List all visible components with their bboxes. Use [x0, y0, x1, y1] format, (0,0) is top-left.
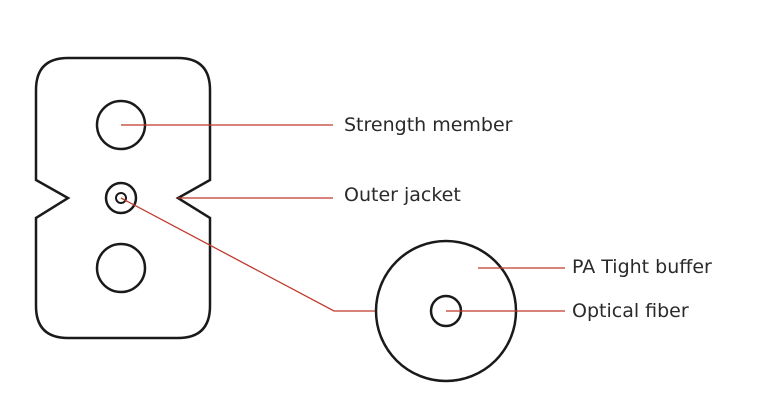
- outer-jacket-label: Outer jacket: [344, 184, 461, 206]
- strength-member-label: Strength member: [344, 114, 513, 136]
- optical-fiber-label: Optical fiber: [572, 300, 689, 322]
- strength-member-bottom: [95, 242, 147, 294]
- cable-jacket-outline: [34, 56, 212, 340]
- cable-fiber-outer: [104, 181, 138, 215]
- magnify-leader: [120, 197, 375, 312]
- tight-buffer-label: PA Tight buffer: [572, 256, 712, 278]
- cable-fiber-core: [115, 192, 127, 204]
